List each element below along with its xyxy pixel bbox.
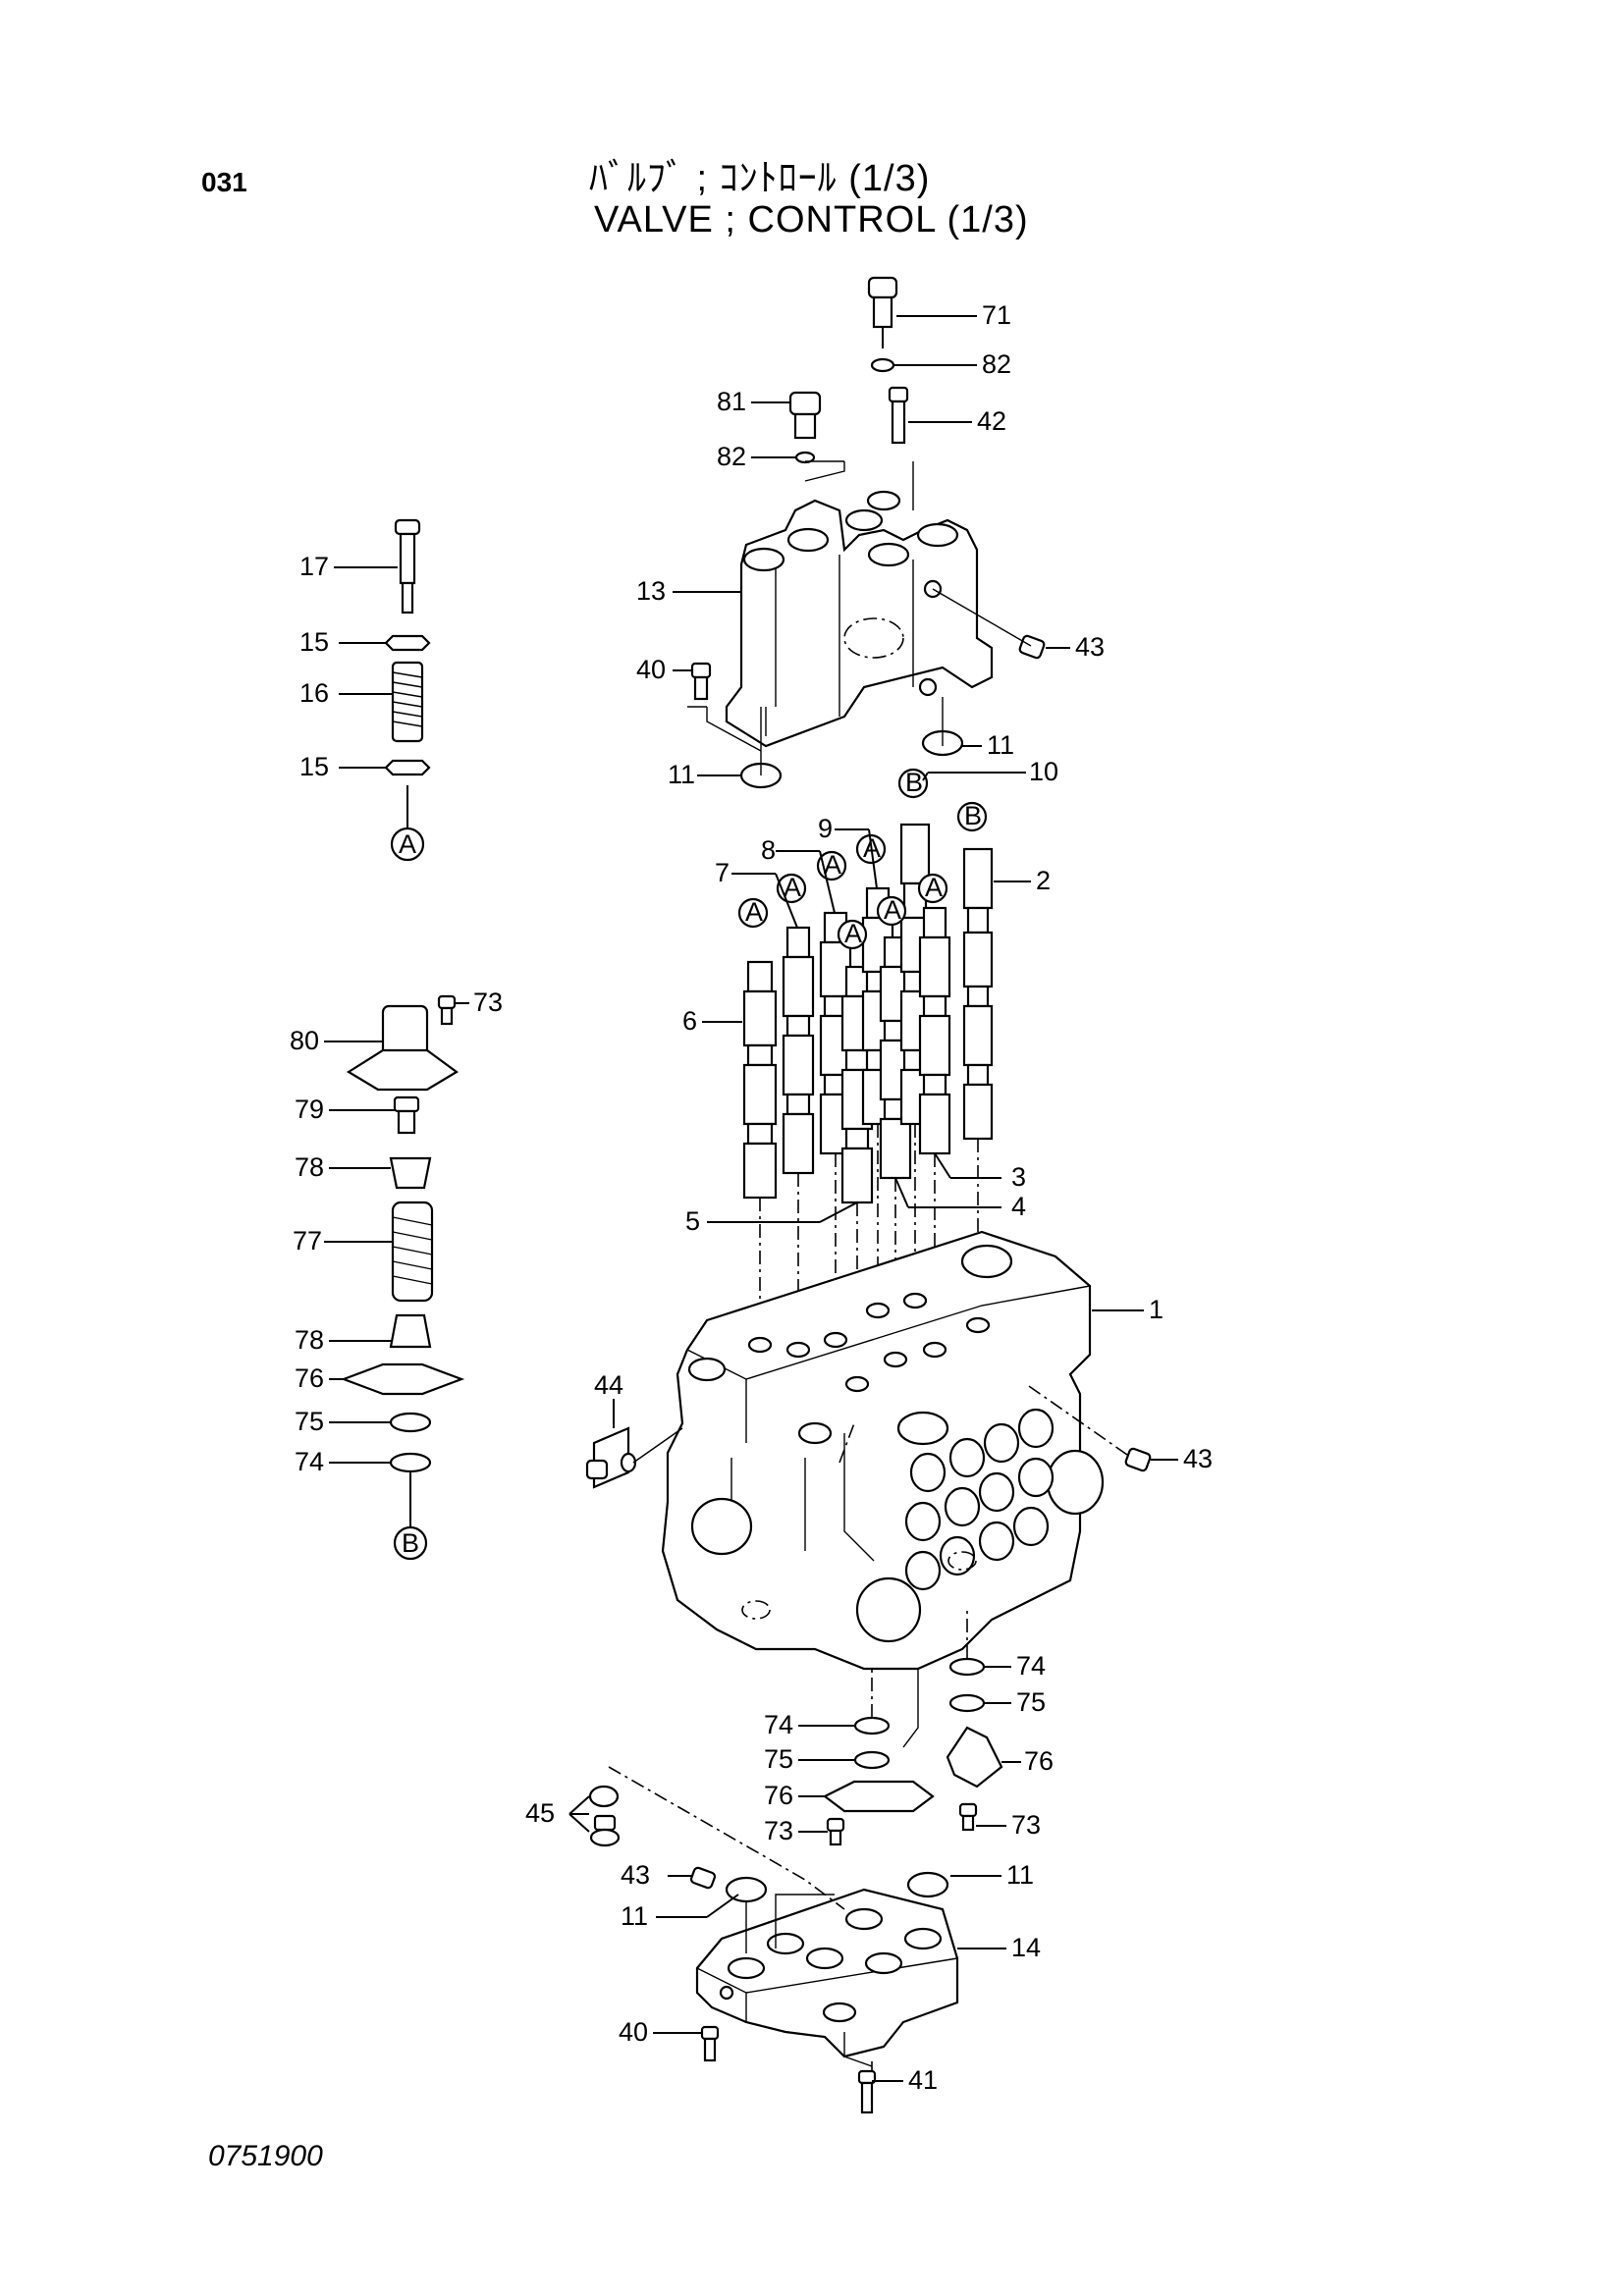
drawing-number: 0751900: [208, 2140, 323, 2172]
oring-82-mid: [794, 451, 816, 464]
callout-labels: 71 82 81 42 82 13 43 40 11 11 10 9 8 7 2…: [290, 300, 1213, 2095]
callout-42: 42: [977, 406, 1006, 436]
callout-8: 8: [761, 835, 776, 865]
callout-2: 2: [1036, 866, 1051, 895]
oring-82-top: [870, 357, 895, 373]
spool-bores: [747, 1292, 991, 1393]
ref-a-left: A: [399, 829, 416, 859]
callout-77: 77: [293, 1226, 322, 1255]
callout-4: 4: [1011, 1192, 1026, 1221]
ref-b-spool-10: B: [905, 768, 923, 797]
callout-5: 5: [685, 1206, 700, 1236]
bolt-42: [888, 386, 909, 445]
ref-a-spool-3: A: [925, 873, 943, 902]
callout-17: 17: [299, 552, 329, 581]
callout-1: 1: [1149, 1295, 1163, 1324]
callout-73: 73: [764, 1816, 793, 1845]
spool-7: [782, 926, 815, 1350]
body-side-plug-44: [585, 1399, 683, 1489]
callout-76: 76: [764, 1781, 793, 1810]
ref-a-spool-9: A: [863, 833, 881, 863]
callout-75: 75: [764, 1744, 793, 1774]
port-grid: [904, 1408, 1055, 1591]
ref-a-spool-8: A: [824, 850, 841, 880]
ref-b-spool-2: B: [964, 801, 982, 830]
callout-10: 10: [1029, 757, 1058, 786]
bottom-parts: [568, 1766, 1006, 2114]
plug-43-body: [1025, 1383, 1178, 1472]
callout-14: 14: [1011, 1933, 1041, 1962]
spool-3: [918, 906, 951, 1350]
spools: [742, 823, 994, 1384]
callout-7: 7: [715, 858, 730, 887]
spool-2: [962, 847, 994, 1325]
bolt-40-top: [690, 662, 712, 701]
plug-43-top: [1018, 634, 1046, 660]
callout-11: 11: [1006, 1860, 1034, 1890]
callout-15: 15: [299, 752, 329, 781]
reference-letters: A B A A A A A A A B B: [399, 768, 982, 1558]
callout-41: 41: [908, 2065, 938, 2095]
upper-cap-block: [687, 490, 994, 752]
callout-3: 3: [1011, 1162, 1026, 1192]
callout-45: 45: [525, 1798, 555, 1828]
callout-11: 11: [621, 1901, 648, 1931]
callout-43: 43: [1183, 1444, 1213, 1473]
ref-a-spool-7: A: [784, 873, 801, 902]
left-stack-a: [334, 518, 431, 862]
callout-40: 40: [636, 655, 666, 684]
ref-a-spool-5: A: [844, 919, 862, 948]
main-valve-body: [661, 1230, 1105, 1671]
plug-81: [788, 391, 822, 440]
callout-80: 80: [290, 1026, 319, 1055]
callout-74: 74: [764, 1710, 793, 1739]
callout-9: 9: [818, 814, 833, 843]
callout-76: 76: [295, 1363, 324, 1393]
callout-71: 71: [982, 300, 1011, 330]
callout-6: 6: [682, 1006, 697, 1036]
ref-a-spool-4: A: [884, 895, 901, 925]
callout-82: 82: [982, 349, 1011, 379]
title-english: VALVE ; CONTROL (1/3): [594, 199, 1029, 240]
callout-81: 81: [717, 387, 746, 416]
callout-75: 75: [295, 1407, 324, 1436]
leaders-spools: [702, 772, 1031, 1223]
callout-75: 75: [1016, 1687, 1046, 1717]
bottom-cap-block: [695, 1888, 959, 2058]
callout-43: 43: [1075, 632, 1105, 662]
callout-73: 73: [1011, 1810, 1041, 1840]
callout-40: 40: [619, 2017, 648, 2047]
callout-15: 15: [299, 627, 329, 657]
title-japanese: ﾊﾞﾙﾌﾞ ; ｺﾝﾄﾛｰﾙ (1/3): [589, 158, 931, 199]
callout-74: 74: [1016, 1651, 1046, 1681]
callout-78: 78: [295, 1325, 324, 1355]
leaders-top: [673, 315, 1070, 776]
bolt-71: [867, 276, 898, 348]
callout-13: 13: [636, 576, 666, 606]
ref-b-left: B: [402, 1528, 419, 1558]
spool-6: [742, 960, 778, 1345]
ref-a-spool-6: A: [745, 897, 763, 927]
callout-16: 16: [299, 678, 329, 708]
callout-11: 11: [987, 730, 1014, 760]
lower-seal-stacks: [798, 1610, 1021, 1846]
callout-82: 82: [717, 442, 746, 471]
callout-79: 79: [295, 1095, 324, 1124]
callout-11: 11: [668, 760, 695, 789]
left-stack-b: [324, 994, 469, 1561]
callout-73: 73: [473, 988, 503, 1017]
callout-74: 74: [295, 1447, 324, 1476]
callout-76: 76: [1024, 1746, 1054, 1776]
callout-43: 43: [621, 1860, 650, 1890]
callout-78: 78: [295, 1152, 324, 1182]
callout-44: 44: [594, 1370, 623, 1400]
page-number: 031: [201, 167, 247, 197]
